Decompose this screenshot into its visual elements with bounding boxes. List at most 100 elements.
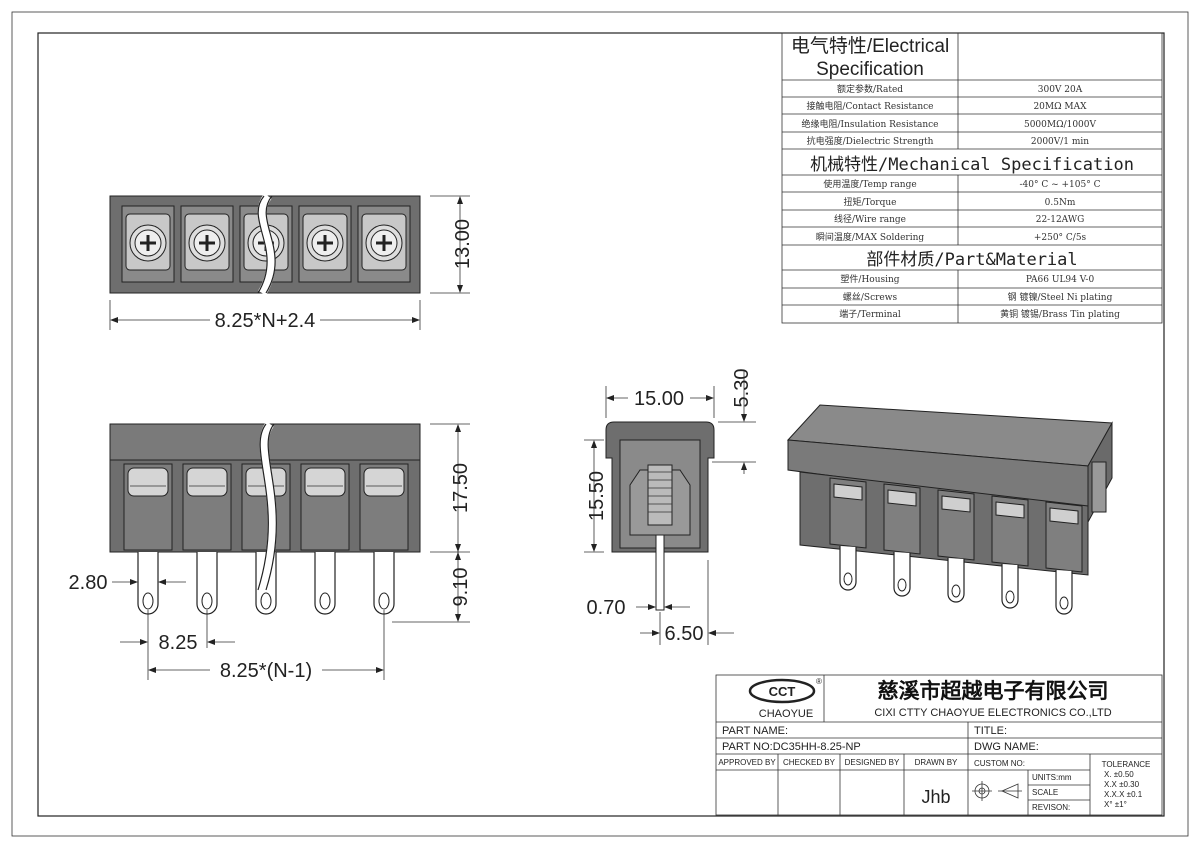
spec-value: -40° C ~ +105° C xyxy=(1020,180,1101,190)
dim-pin-offset: 6.50 xyxy=(665,623,704,645)
revision-label: REVISON: xyxy=(1032,803,1070,812)
tolerance-row: X.X ±0.30 xyxy=(1104,780,1140,789)
dim-pitch: 8.25 xyxy=(159,632,198,654)
units-label: UNITS:mm xyxy=(1032,773,1072,782)
tolerance-row: X.X.X ±0.1 xyxy=(1104,790,1143,799)
spec-value: 300V 20A xyxy=(1038,85,1083,95)
iso-clamp xyxy=(995,501,1025,519)
drawn-by-label: DRAWN BY xyxy=(915,758,958,767)
isometric-view xyxy=(786,404,1113,615)
screw-cross-icon xyxy=(199,235,215,251)
iso-pin-hole xyxy=(897,578,907,592)
spec-value: 2000V/1 min xyxy=(1031,137,1089,147)
logo-mark: CCT xyxy=(769,684,796,699)
pin-hole xyxy=(142,592,154,610)
spec-value: PA66 UL94 V-0 xyxy=(1026,275,1095,285)
spec-value: 22-12AWG xyxy=(1036,215,1085,225)
pin-hole xyxy=(201,592,213,610)
pin-hole xyxy=(378,592,390,610)
logo-registered: ® xyxy=(816,677,822,686)
approved-by-label: APPROVED BY xyxy=(718,758,776,767)
electrical-title: 电气特性/Electrical xyxy=(791,35,949,57)
part-name-label: PART NAME: xyxy=(722,725,788,737)
spec-label: 扭矩/Torque xyxy=(844,196,897,208)
iso-pin xyxy=(839,546,857,591)
title-block: CCT ® CHAOYUE 慈溪市超越电子有限公司 CIXI CTTY CHAO… xyxy=(715,674,1163,816)
pin xyxy=(137,552,159,615)
side-view: 15.00 5.30 15.50 0.70 6.50 xyxy=(584,369,756,645)
spec-label: 端子/Terminal xyxy=(839,308,901,320)
mechanical-title: 机械特性/Mechanical Specification xyxy=(810,155,1134,175)
screw-cross-icon xyxy=(317,235,333,251)
material-title: 部件材质/Part&Material xyxy=(866,250,1077,270)
projection-symbol-icon xyxy=(972,781,1022,801)
spec-label: 抗电强度/Dielectric Strength xyxy=(807,135,934,147)
dim-pin-thickness: 0.70 xyxy=(587,597,626,619)
iso-pin-hole xyxy=(843,572,853,586)
iso-clamp xyxy=(833,483,863,501)
title-label: TITLE: xyxy=(974,725,1007,737)
iso-clamp xyxy=(941,495,971,513)
clamp-opening xyxy=(127,467,169,497)
clamp-opening xyxy=(186,467,228,497)
dwg-name-label: DWG NAME: xyxy=(974,741,1039,753)
company-name-en: CIXI CTTY CHAOYUE ELECTRONICS CO.,LTD xyxy=(874,707,1111,719)
outer-border xyxy=(11,11,1189,837)
dim-top-width: 8.25*N+2.4 xyxy=(215,310,316,332)
iso-pin-hole xyxy=(951,584,961,598)
spec-label: 螺丝/Screws xyxy=(843,291,898,303)
spec-value: 5000MΩ/1000V xyxy=(1024,120,1097,130)
iso-pin xyxy=(947,558,965,603)
spec-label: 线径/Wire range xyxy=(834,213,906,225)
top-view: 13.00 8.25*N+2.4 xyxy=(109,193,474,332)
dim-top-height: 13.00 xyxy=(452,219,474,269)
part-no-label: PART NO:DC35HH-8.25-NP xyxy=(722,741,861,753)
spec-label: 额定参数/Rated xyxy=(837,83,903,95)
dim-front-height: 17.50 xyxy=(450,463,472,513)
dim-side-height: 15.50 xyxy=(586,471,608,521)
pin xyxy=(314,552,336,615)
clamp-opening xyxy=(304,467,346,497)
spec-label: 绝缘电阻/Insulation Resistance xyxy=(802,118,939,130)
tolerance-row: X° ±1° xyxy=(1104,800,1127,809)
iso-clamp xyxy=(1049,507,1079,525)
front-view: 17.50 9.10 2.80 8.25 8.25*(N-1) xyxy=(69,421,472,682)
spec-value: 钢 镀镍/Steel Ni plating xyxy=(1008,291,1113,303)
checked-by-label: CHECKED BY xyxy=(783,758,836,767)
electrical-title-2: Specification xyxy=(816,59,924,80)
dim-pin-length: 9.10 xyxy=(450,568,472,607)
scale-label: SCALE xyxy=(1032,788,1058,797)
screw-cross-icon xyxy=(376,235,392,251)
iso-pin-hole xyxy=(1005,590,1015,604)
spec-value: +250° C/5s xyxy=(1034,233,1087,243)
tolerance-title: TOLERANCE xyxy=(1102,760,1151,769)
iso-pin xyxy=(1055,570,1073,615)
dim-side-width: 15.00 xyxy=(634,388,684,410)
dim-pitch-total: 8.25*(N-1) xyxy=(220,660,312,682)
pin xyxy=(373,552,395,615)
clamp-opening xyxy=(363,467,405,497)
spec-label: 塑件/Housing xyxy=(840,273,899,285)
pin-hole xyxy=(260,592,272,610)
logo-name: CHAOYUE xyxy=(759,708,813,720)
pin xyxy=(196,552,218,615)
custom-no-label: CUSTOM NO: xyxy=(974,759,1025,768)
iso-pin xyxy=(1001,564,1019,609)
dim-side-overhang: 5.30 xyxy=(731,369,753,408)
spec-label: 瞬间温度/MAX Soldering xyxy=(816,231,925,243)
iso-pin xyxy=(893,552,911,597)
dim-pin-width: 2.80 xyxy=(69,572,108,594)
spec-value: 0.5Nm xyxy=(1045,198,1076,208)
designed-by-label: DESIGNED BY xyxy=(845,758,900,767)
pin-hole xyxy=(319,592,331,610)
inner-border xyxy=(37,32,1165,817)
iso-pin-hole xyxy=(1059,596,1069,610)
spec-table: 电气特性/Electrical Specification 额定参数/Rated… xyxy=(781,32,1163,324)
screw-cross-icon xyxy=(140,235,156,251)
company-name-cn: 慈溪市超越电子有限公司 xyxy=(878,679,1109,703)
iso-clamp xyxy=(887,489,917,507)
spec-value: 黄铜 镀锡/Brass Tin plating xyxy=(1000,308,1120,320)
spec-label: 使用温度/Temp range xyxy=(823,178,916,190)
spec-value: 20MΩ MAX xyxy=(1033,102,1087,112)
